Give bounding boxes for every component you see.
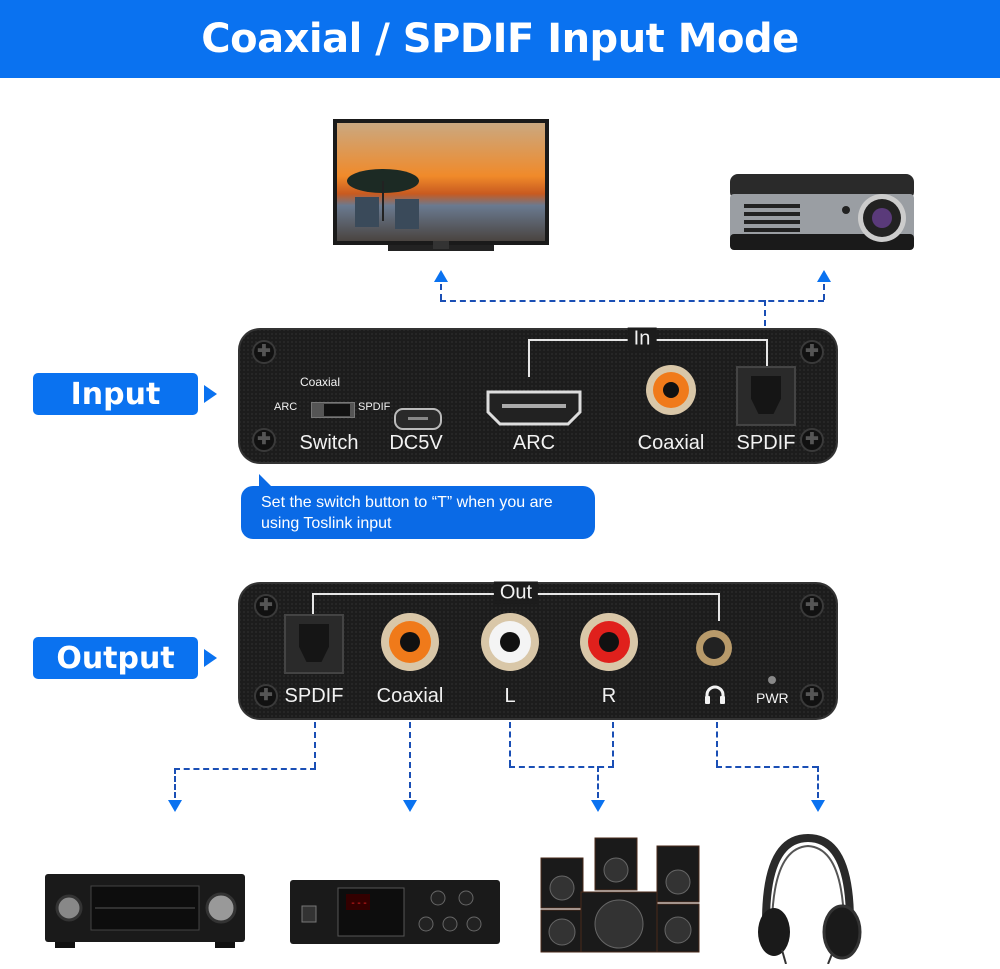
switch-spdif-label: SPDIF [358,401,391,413]
spdif-output-port [284,614,344,674]
arrow-up-icon [817,270,831,282]
arrow-down-icon [591,800,605,812]
connector-line [174,768,176,798]
arrow-right-icon [204,385,217,403]
input-tag-label: Input [70,376,161,412]
coaxial-input-port [646,365,696,415]
spdif-output-label: SPDIF [284,685,344,707]
connector-line [509,766,614,768]
hdmi-port [486,390,582,426]
headphone-icon [704,685,726,705]
spdif-input-port [736,366,796,426]
coaxial-output-label: Coaxial [376,685,444,707]
screw-icon: ✚ [252,428,276,452]
connector-line [409,722,411,798]
switch-coaxial-label: Coaxial [300,375,341,389]
headphones-icon [752,832,862,965]
page-title: Coaxial / SPDIF Input Mode [201,16,799,62]
connector-line [509,722,511,766]
screw-icon: ✚ [800,340,824,364]
right-audio-label: R [601,685,617,707]
projector-icon [728,168,918,260]
screw-icon: ✚ [800,594,824,618]
left-audio-port [481,613,539,671]
speaker-system-icon [537,836,707,954]
coaxial-output-port [381,613,439,671]
screw-icon: ✚ [800,428,824,452]
arrow-down-icon [811,800,825,812]
left-audio-label: L [504,685,516,707]
svg-text:---: --- [350,898,368,909]
screw-icon: ✚ [254,684,278,708]
out-bracket-label: Out [493,581,539,605]
title-banner: Coaxial / SPDIF Input Mode [0,0,1000,78]
arc-label: ARC [512,432,556,454]
arrow-up-icon [434,270,448,282]
pwr-label: PWR [756,690,789,706]
dc5v-label: DC5V [389,432,443,454]
coaxial-input-label: Coaxial [637,432,705,454]
connector-line [440,300,824,302]
screw-icon: ✚ [800,684,824,708]
right-audio-port [580,613,638,671]
amplifier-icon: --- [290,876,500,946]
output-panel: ✚ ✚ ✚ ✚ Out SPDIF Coaxial L R PWR [238,581,838,720]
connector-line [597,766,599,798]
micro-usb-port [394,408,442,430]
headphone-jack-port [696,630,732,666]
spdif-input-label: SPDIF [736,432,796,454]
arrow-right-icon [204,649,217,667]
screw-icon: ✚ [252,340,276,364]
arrow-down-icon [403,800,417,812]
power-led [768,676,776,684]
toslink-tip: Set the switch button to “T” when you ar… [241,474,595,539]
tv-icon [333,119,549,259]
connector-line [716,722,718,766]
arrow-down-icon [168,800,182,812]
output-tag-label: Output [56,640,175,676]
switch-label: Switch [299,432,359,454]
connector-line [716,766,818,768]
mode-switch[interactable] [311,402,355,418]
connector-line [817,766,819,798]
switch-arc-label: ARC [274,401,298,413]
in-bracket-label: In [627,327,657,351]
input-panel: ✚ ✚ ✚ ✚ In Coaxial ARC SPDIF Switch DC5V… [238,327,838,464]
connector-line [823,284,825,300]
output-tag: Output [33,637,198,679]
connector-line [440,284,442,300]
connector-line [314,722,316,768]
input-tag: Input [33,373,198,415]
connector-line [612,722,614,766]
av-receiver-icon [45,872,245,950]
screw-icon: ✚ [254,594,278,618]
connector-line [174,768,316,770]
